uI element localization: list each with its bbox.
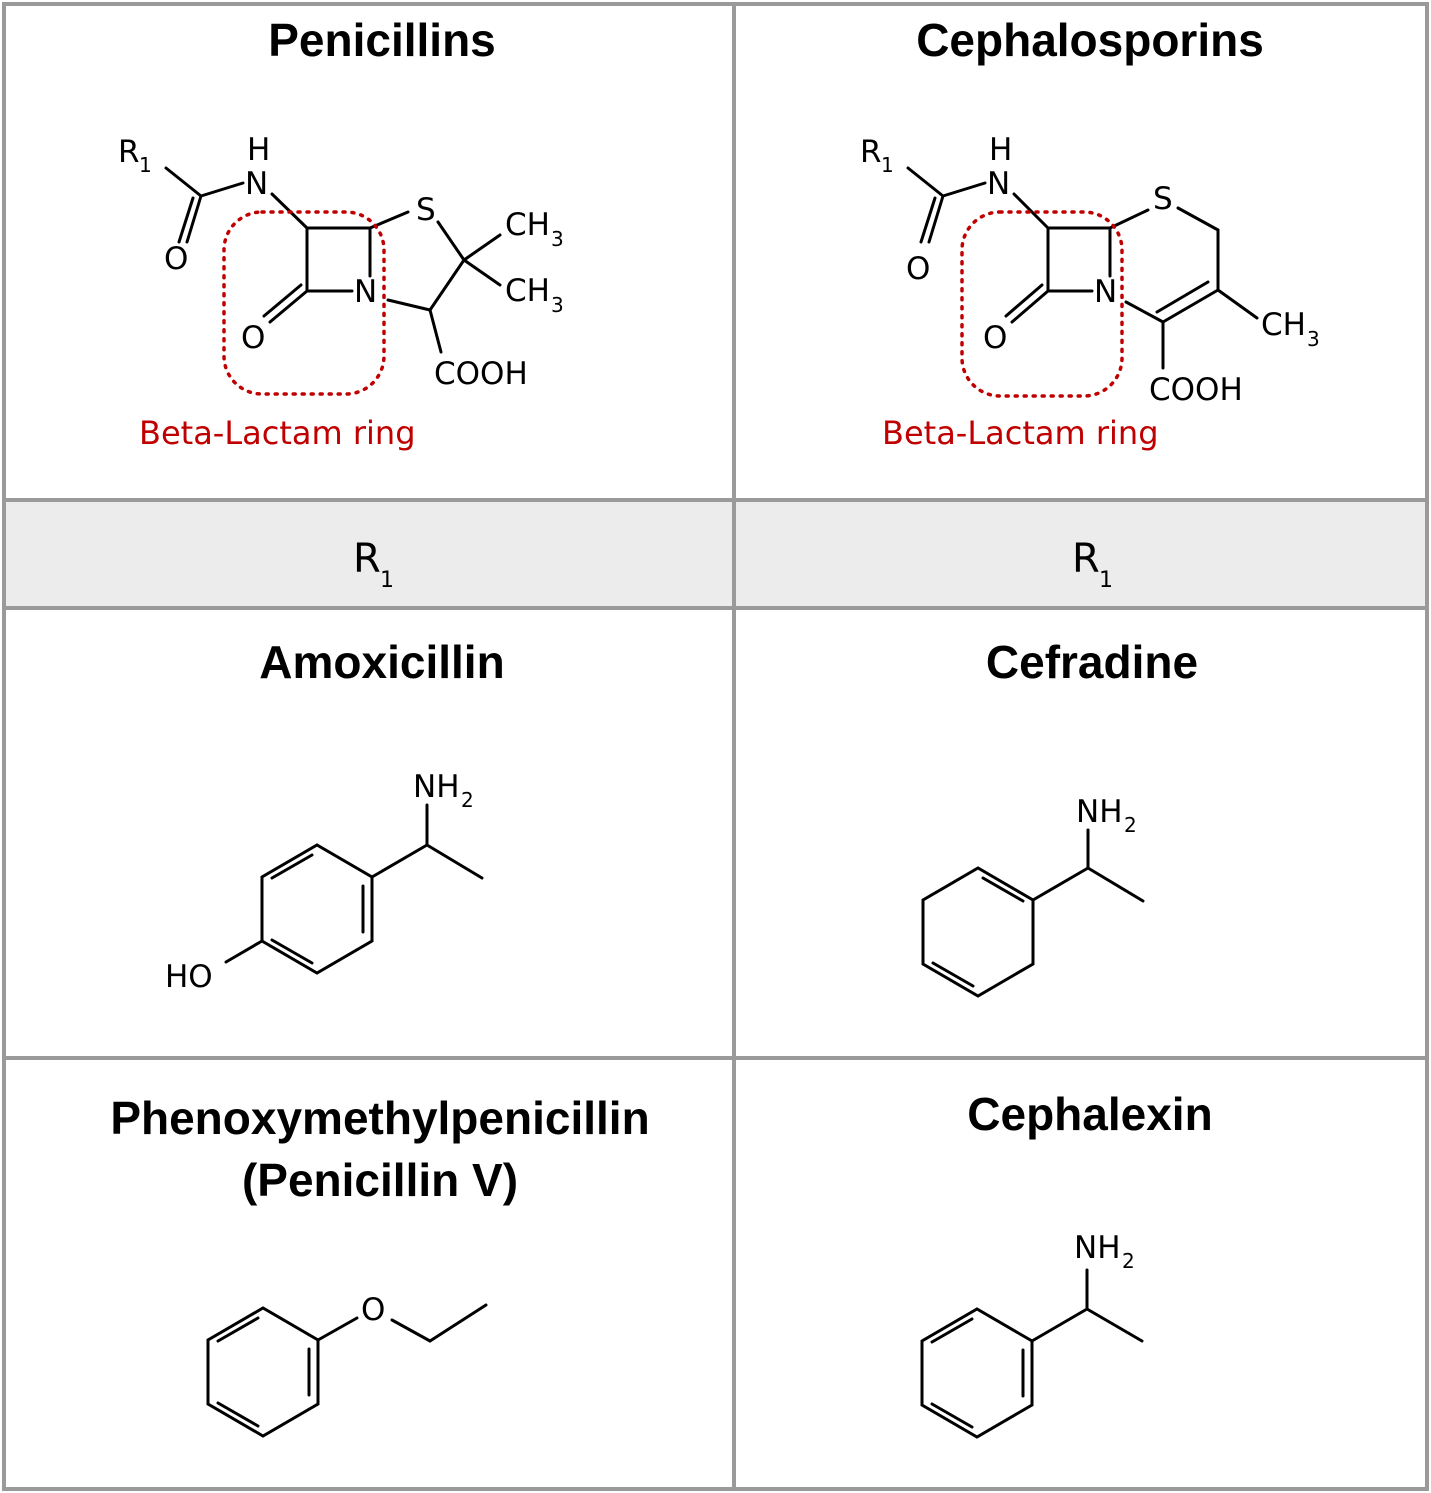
cephalosporins-title: Cephalosporins [916, 14, 1264, 66]
atom-subscript: 1 [139, 153, 152, 177]
penicillin-core-atoms: R 1 H N O S CH 3 CH 3 N O COOH [118, 132, 564, 392]
cephalexin-structure [920, 1268, 1144, 1439]
penicillins-title: Penicillins [268, 14, 496, 66]
cefradine-title: Cefradine [986, 636, 1198, 688]
atom-label: N [354, 274, 377, 310]
atom-label: S [416, 192, 436, 228]
r1-text: R [353, 536, 381, 582]
atom-label: COOH [434, 356, 528, 392]
r1-row-background [4, 500, 1427, 608]
cephalexin-title: Cephalexin [967, 1088, 1212, 1140]
atom-label: HO [165, 959, 213, 995]
penicillin-v-title-line2: (Penicillin V) [242, 1154, 518, 1206]
penicillin-v-atoms: O [361, 1292, 385, 1328]
cefradine-atoms: NH 2 [1076, 794, 1137, 837]
atom-subscript: 2 [1122, 1249, 1135, 1273]
beta-lactam-label-right: Beta-Lactam ring [882, 414, 1159, 452]
atom-label: NH [413, 769, 460, 805]
atom-label: O [906, 251, 930, 287]
r1-text: R [1072, 536, 1100, 582]
cefradine-structure [921, 828, 1145, 998]
beta-lactam-label-left: Beta-Lactam ring [139, 414, 416, 452]
atom-label: COOH [1149, 372, 1243, 408]
cephalosporin-core-atoms: R 1 H N O S N O CH 3 COOH [860, 132, 1320, 408]
atom-label: N [987, 166, 1010, 202]
r1-label-right: R 1 [1072, 536, 1113, 593]
r1-subscript: 1 [380, 568, 394, 593]
atom-label: H [989, 132, 1012, 168]
cephalexin-atoms: NH 2 [1074, 1230, 1135, 1273]
atom-subscript: 2 [461, 788, 474, 812]
atom-label: CH [505, 273, 550, 309]
atom-subscript: 2 [1124, 813, 1137, 837]
atom-label: O [983, 320, 1007, 356]
atom-label: CH [1261, 307, 1306, 343]
atom-subscript: 3 [1307, 327, 1320, 351]
atom-label: R [118, 134, 140, 170]
atom-label: S [1153, 181, 1173, 217]
r1-label-left: R 1 [353, 536, 394, 593]
atom-label: O [164, 241, 188, 277]
atom-label: NH [1076, 794, 1123, 830]
amoxicillin-atoms: NH 2 HO [165, 769, 474, 995]
beta-lactam-highlight-left [222, 210, 386, 396]
atom-label: O [241, 320, 265, 356]
atom-subscript: 3 [551, 227, 564, 251]
atom-label: N [1094, 274, 1117, 310]
amoxicillin-structure [224, 803, 484, 975]
atom-label: H [247, 132, 270, 168]
r1-subscript: 1 [1099, 568, 1113, 593]
penicillin-core-structure [164, 166, 502, 354]
atom-subscript: 3 [551, 293, 564, 317]
atom-label: CH [505, 207, 550, 243]
beta-lactam-highlight-right [960, 210, 1124, 398]
atom-label: R [860, 134, 882, 170]
atom-label: N [245, 166, 268, 202]
penicillin-v-structure [206, 1303, 488, 1438]
penicillin-v-title-line1: Phenoxymethylpenicillin [110, 1092, 649, 1144]
amoxicillin-title: Amoxicillin [259, 636, 504, 688]
atom-subscript: 1 [881, 153, 894, 177]
atom-label: NH [1074, 1230, 1121, 1266]
cephalosporin-core-structure [906, 166, 1259, 370]
atom-label: O [361, 1292, 385, 1328]
